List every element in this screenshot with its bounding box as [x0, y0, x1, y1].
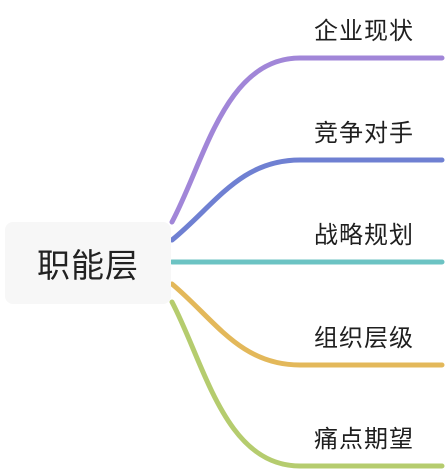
- branch-node-1[interactable]: 企业现状: [314, 17, 414, 45]
- branch-node-3[interactable]: 战略规划: [314, 221, 414, 249]
- branch-connector-1: [169, 55, 445, 225]
- branch-node-5[interactable]: 痛点期望: [314, 425, 414, 453]
- branch-connector-4: [169, 281, 445, 368]
- branch-connector-2: [169, 157, 445, 243]
- root-node[interactable]: 职能层: [5, 222, 171, 304]
- branch-connector-5: [169, 299, 445, 469]
- root-node-label: 职能层: [37, 246, 139, 285]
- branch-node-2[interactable]: 竞争对手: [314, 119, 414, 147]
- branch-node-4[interactable]: 组织层级: [314, 324, 414, 352]
